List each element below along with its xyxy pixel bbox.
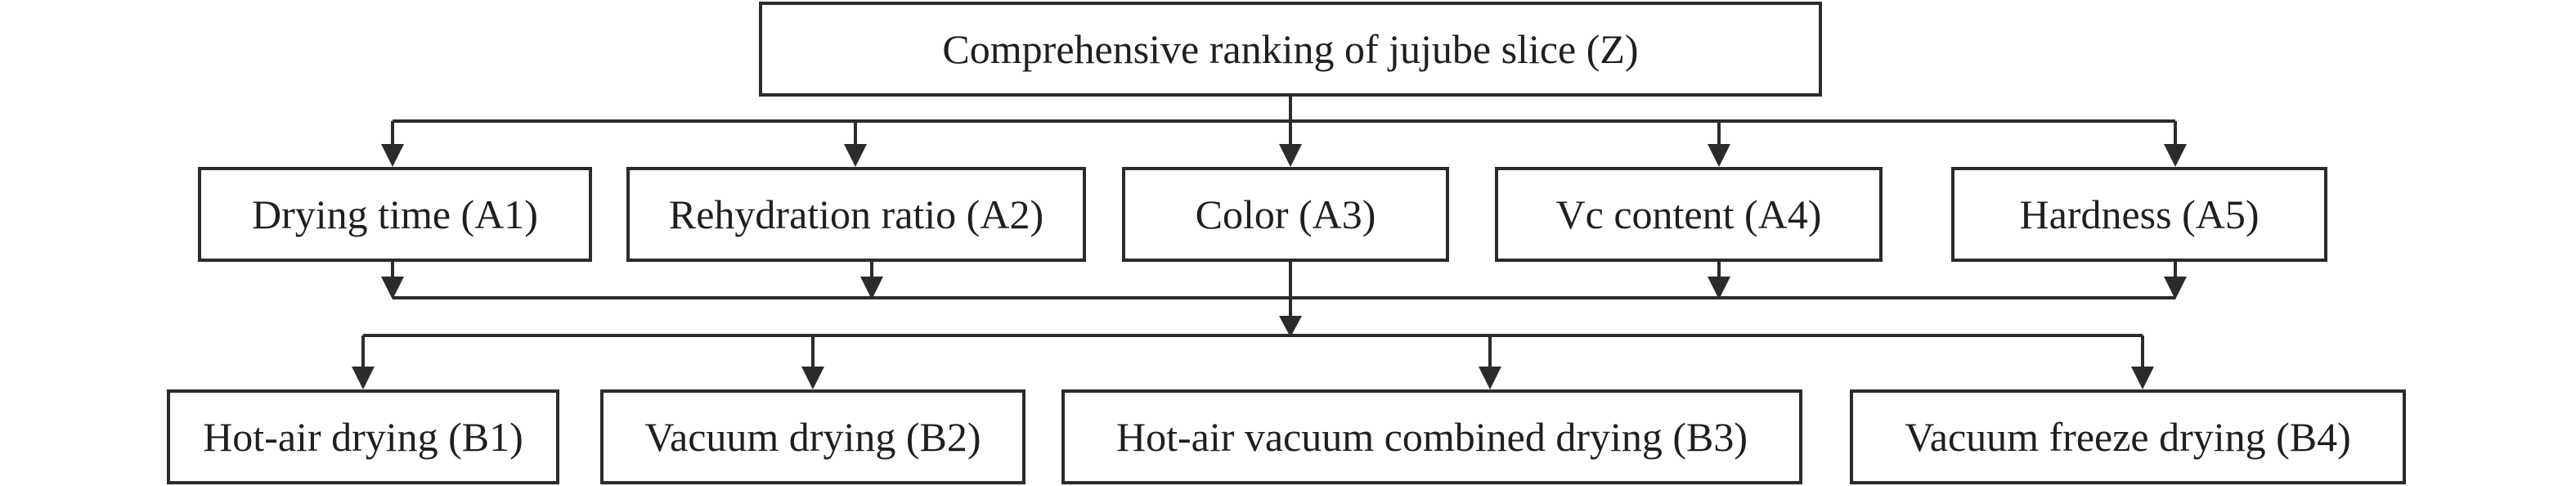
criterion-label: Hardness (A5): [2019, 191, 2260, 237]
arrowhead-a5: [2164, 144, 2187, 167]
alternative-node-b1: Hot-air drying (B1): [167, 389, 559, 484]
arrowhead-collector-a5: [2164, 277, 2187, 299]
arrowhead-a3: [1279, 144, 1302, 167]
criterion-node-a3: Color (A3): [1122, 167, 1449, 262]
arrowhead-a4: [1708, 144, 1730, 167]
criterion-label: Drying time (A1): [252, 191, 538, 237]
criterion-label: Rehydration ratio (A2): [668, 191, 1044, 237]
alternative-node-b2: Vacuum drying (B2): [600, 389, 1025, 484]
arrowhead-collector-center: [1279, 316, 1302, 337]
arrowhead-collector-a1: [381, 277, 404, 299]
goal-node: Comprehensive ranking of jujube slice (Z…: [759, 2, 1822, 97]
criterion-label: Color (A3): [1195, 191, 1376, 237]
criterion-node-a4: Vc content (A4): [1495, 167, 1883, 262]
alternative-label: Vacuum drying (B2): [644, 414, 981, 460]
criterion-node-a2: Rehydration ratio (A2): [626, 167, 1086, 262]
alternative-label: Vacuum freeze drying (B4): [1905, 414, 2351, 460]
alternative-label: Hot-air vacuum combined drying (B3): [1115, 414, 1748, 460]
arrowhead-a1: [381, 144, 404, 167]
criterion-label: Vc content (A4): [1555, 191, 1822, 237]
arrowhead-b3: [1479, 367, 1501, 389]
goal-label: Comprehensive ranking of jujube slice (Z…: [942, 26, 1639, 72]
arrowhead-b4: [2131, 367, 2154, 389]
arrowhead-b2: [801, 367, 824, 389]
criterion-node-a5: Hardness (A5): [1951, 167, 2327, 262]
arrowhead-collector-a4: [1708, 277, 1730, 299]
alternative-node-b4: Vacuum freeze drying (B4): [1850, 389, 2406, 484]
arrowhead-a2: [844, 144, 867, 167]
criterion-node-a1: Drying time (A1): [198, 167, 592, 262]
alternative-label: Hot-air drying (B1): [203, 414, 523, 460]
alternative-node-b3: Hot-air vacuum combined drying (B3): [1061, 389, 1802, 484]
arrowhead-collector-a2: [860, 277, 883, 299]
arrowhead-b1: [352, 367, 375, 389]
